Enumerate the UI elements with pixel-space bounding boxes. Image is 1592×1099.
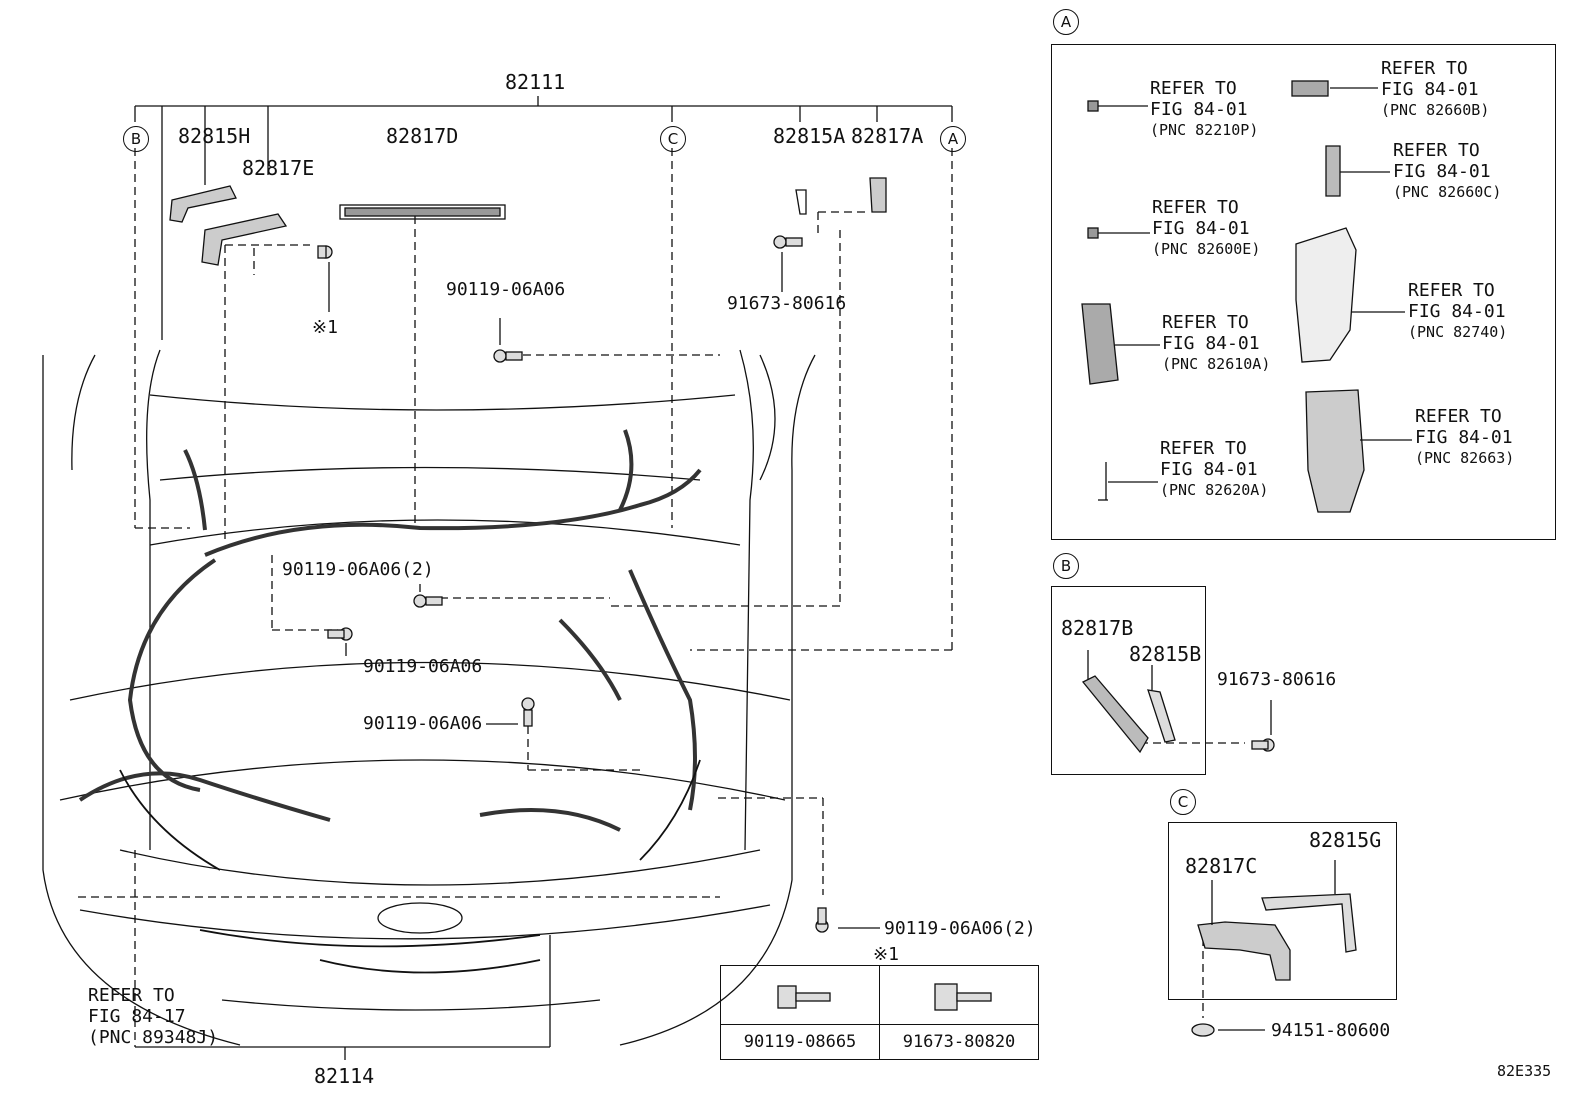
callout-a-marker: A: [940, 126, 966, 152]
part-82817D-label: 82817D: [386, 124, 459, 148]
harness-82111-label: 82111: [505, 70, 566, 94]
ref-pnc: (PNC 82210P): [1150, 121, 1259, 139]
inset-b-tag: B: [1053, 553, 1079, 579]
part-82815G-label: 82815G: [1309, 828, 1382, 852]
note-table-icon-cell-2: [879, 965, 1039, 1025]
note-table: 90119-08665 91673-80820: [720, 965, 1039, 1060]
inset-a-ref-8: REFER TO FIG 84-01 (PNC 82620A): [1160, 438, 1268, 501]
part-82817B-label: 82817B: [1061, 616, 1134, 640]
inset-b-bolt-label: 91673-80616: [1217, 669, 1337, 690]
inset-a-ref-1: REFER TO FIG 84-01 (PNC 82210P): [1150, 78, 1258, 141]
harness-82114-label: 82114: [314, 1064, 375, 1088]
inset-a-ref-3: REFER TO FIG 84-01 (PNC 82660C): [1393, 140, 1501, 203]
ref-line-1: REFER TO: [1408, 280, 1495, 301]
ref-line-1: REFER TO: [1381, 58, 1468, 79]
ref-line-1: REFER TO: [1160, 438, 1247, 459]
inset-a-ref-5: REFER TO FIG 84-01 (PNC 82740): [1408, 280, 1507, 343]
note-table-part-1: 90119-08665: [720, 1024, 880, 1060]
ref-line-1: REFER TO: [1150, 78, 1237, 99]
inset-b-frame: [1051, 586, 1206, 775]
note-table-icon-cell-1: [720, 965, 880, 1025]
ref-line-2: FIG 84-01: [1162, 333, 1260, 354]
part-82817E-label: 82817E: [242, 156, 315, 180]
part-82817A-label: 82817A: [851, 124, 924, 148]
note-table-part-2: 91673-80820: [879, 1024, 1039, 1060]
ref-line-2: FIG 84-01: [1408, 301, 1506, 322]
ref-line-1: REFER TO: [1152, 197, 1239, 218]
bolt-label-1: 90119-06A06: [446, 279, 566, 300]
ref-line-2: FIG 84-01: [1160, 459, 1258, 480]
part-82815H-label: 82815H: [178, 124, 251, 148]
inset-a-ref-2: REFER TO FIG 84-01 (PNC 82660B): [1381, 58, 1489, 121]
inset-a-ref-4: REFER TO FIG 84-01 (PNC 82600E): [1152, 197, 1260, 260]
refer-line-2: FIG 84-17: [88, 1006, 186, 1027]
refer-line-3: (PNC 89348J): [88, 1027, 219, 1048]
inset-c-clip-label: 94151-80600: [1271, 1020, 1391, 1041]
ref-line-2: FIG 84-01: [1381, 79, 1479, 100]
ref-pnc: (PNC 82660B): [1381, 101, 1490, 119]
ref-pnc: (PNC 82740): [1408, 323, 1508, 341]
ref-line-2: FIG 84-01: [1393, 161, 1491, 182]
figure-code: 82E335: [1497, 1062, 1552, 1080]
note-table-mark: ※1: [873, 944, 899, 965]
bolt-label-4: 90119-06A06: [363, 656, 483, 677]
part-82815A-label: 82815A: [773, 124, 846, 148]
ref-line-2: FIG 84-01: [1152, 218, 1250, 239]
ref-line-2: FIG 84-01: [1415, 427, 1513, 448]
bolt-label-5: 90119-06A06: [363, 713, 483, 734]
ref-line-1: REFER TO: [1162, 312, 1249, 333]
callout-b-marker: B: [123, 126, 149, 152]
refer-line-1: REFER TO: [88, 985, 175, 1006]
callout-c-marker: C: [660, 126, 686, 152]
refer-front-sensor: REFER TO FIG 84-17 (PNC 89348J): [88, 985, 218, 1048]
bolt-label-3: 90119-06A06(2): [282, 559, 434, 580]
inset-a-tag: A: [1053, 9, 1079, 35]
ref-line-1: REFER TO: [1393, 140, 1480, 161]
part-82815B-label: 82815B: [1129, 642, 1202, 666]
ref-line-2: FIG 84-01: [1150, 99, 1248, 120]
ref-pnc: (PNC 82600E): [1152, 240, 1261, 258]
ref-pnc: (PNC 82620A): [1160, 481, 1269, 499]
ref-pnc: (PNC 82663): [1415, 449, 1515, 467]
ref-pnc: (PNC 82610A): [1162, 355, 1271, 373]
bolt-label-2: 91673-80616: [727, 293, 847, 314]
inset-c-tag: C: [1170, 789, 1196, 815]
note-mark-1: ※1: [312, 317, 338, 338]
part-82817C-label: 82817C: [1185, 854, 1258, 878]
ref-pnc: (PNC 82660C): [1393, 183, 1502, 201]
inset-c-frame: [1168, 822, 1397, 1000]
inset-a-frame: [1051, 44, 1556, 540]
ref-line-1: REFER TO: [1415, 406, 1502, 427]
inset-a-ref-7: REFER TO FIG 84-01 (PNC 82663): [1415, 406, 1514, 469]
bolt-label-6: 90119-06A06(2): [884, 918, 1036, 939]
inset-a-ref-6: REFER TO FIG 84-01 (PNC 82610A): [1162, 312, 1270, 375]
